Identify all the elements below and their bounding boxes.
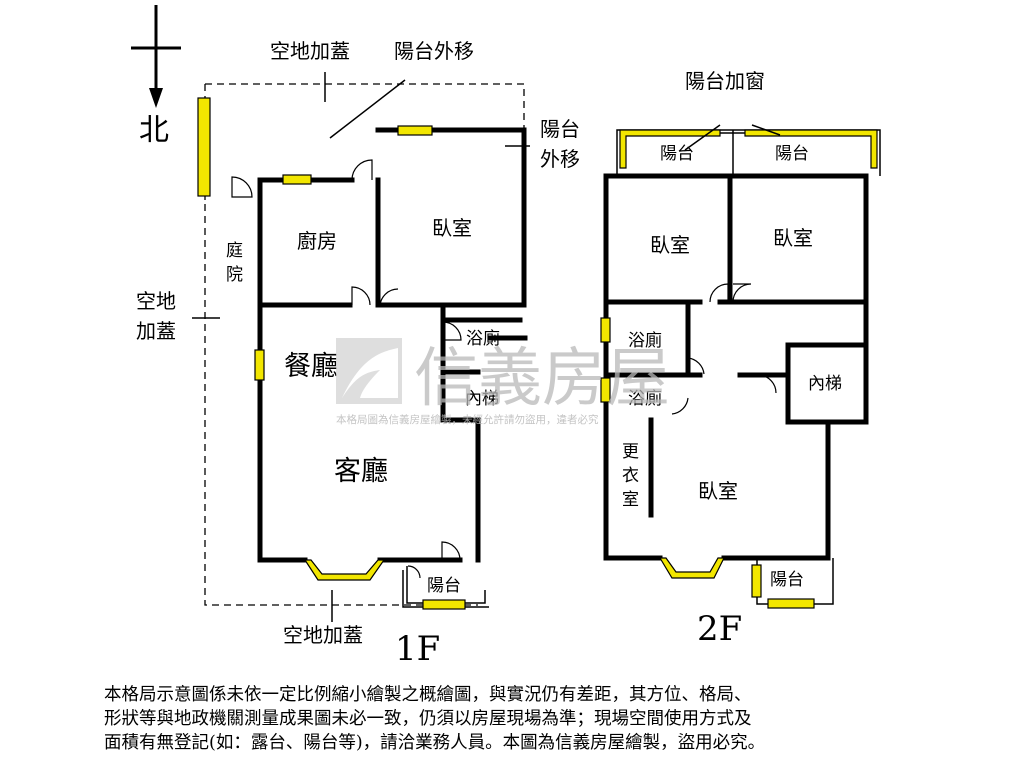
bedroom-door-2f-b (732, 283, 752, 303)
room-bathroom-2f-lower: 浴廁 (628, 388, 662, 409)
dining-window (254, 349, 265, 381)
bedroom-window-1f (397, 125, 433, 136)
room-bedroom-2f-left: 臥室 (650, 233, 690, 257)
room-courtyard-1: 庭 (226, 241, 243, 261)
room-kitchen: 廚房 (297, 229, 337, 253)
bay-window-2f (658, 557, 725, 579)
north-arrow-icon (131, 5, 181, 108)
annotation-balcony-window: 陽台加窗 (685, 69, 765, 93)
bath-door-2f-upper (687, 357, 705, 375)
room-stairs-2f: 內梯 (808, 374, 842, 394)
bay-window (303, 559, 386, 581)
room-bathroom-2f-upper: 浴廁 (628, 330, 662, 351)
balcony-window-1f (422, 599, 466, 610)
floor-1-plan (192, 72, 530, 622)
annotation-balcony-move-2: 外移 (540, 147, 580, 171)
land-extension-boundary (204, 83, 525, 606)
disclaimer-note: 本格局示意圖係未依一定比例縮小繪製之概繪圖，與實況仍有差距，其方位、格局、 形狀… (104, 683, 924, 755)
bedroom-door-2f-a (709, 283, 729, 303)
kitchen-door (351, 159, 373, 181)
bath-door-2f-lower (671, 397, 689, 415)
disclaimer-line: 形狀等與地政機關測量成果圖未必一致，仍須以房屋現場為準；現場空間使用方式及 (104, 709, 752, 729)
floor-label-2f: 2F (697, 609, 742, 649)
annotation-land-extension-left-2: 加蓋 (136, 319, 176, 343)
annotation-balcony-move-1: 陽台 (540, 117, 580, 141)
room-closet-2: 衣 (622, 466, 639, 486)
room-bathroom-1f: 浴廁 (466, 328, 500, 349)
watermark-caption: 本格局圖為信義房屋繪製，未經允許請勿盜用，違者必究 (336, 413, 599, 426)
room-bedroom-1f: 臥室 (432, 216, 472, 240)
balcony-window-left (619, 129, 721, 169)
room-bedroom-2f-main: 臥室 (698, 479, 738, 503)
room-bedroom-2f-right: 臥室 (773, 226, 813, 250)
room-balcony-2f-left: 陽台 (660, 144, 694, 164)
room-stairs-1f: 內梯 (465, 389, 499, 409)
room-courtyard-2: 院 (226, 265, 243, 285)
watermark-logo-icon (336, 338, 402, 404)
balcony-window-2f-left (751, 564, 762, 598)
annotation-land-extension-top: 空地加蓋 (270, 39, 350, 63)
bath-window-lower (600, 377, 611, 403)
annotation-land-extension-bottom: 空地加蓋 (283, 623, 363, 647)
disclaimer-line: 本格局示意圖係未依一定比例縮小繪製之概繪圖，與實況仍有差距，其方位、格局、 (104, 685, 752, 705)
courtyard-door (231, 176, 253, 198)
balcony-window-2f-bottom (767, 598, 815, 609)
floor-2-walls (603, 173, 869, 561)
room-dining: 餐廳 (284, 351, 338, 382)
room-balcony-2f-bottom: 陽台 (770, 570, 804, 590)
bedroom-door-1f (377, 288, 399, 308)
courtyard-window (197, 97, 211, 197)
floor-2-plan (600, 124, 881, 609)
disclaimer-line: 面積有無登記(如：露台、陽台等)，請洽業務人員。本圖為信義房屋繪製，盜用必究。 (104, 733, 766, 753)
front-door (441, 541, 461, 561)
room-living: 客廳 (334, 456, 388, 487)
annotation-balcony-move-top: 陽台外移 (394, 39, 474, 63)
watermark-brand: 信義房屋 (414, 342, 670, 416)
north-label: 北 (139, 113, 169, 148)
room-closet-1: 更 (622, 442, 639, 462)
stairs-door-2f (757, 374, 777, 394)
room-balcony-2f-right: 陽台 (775, 144, 809, 164)
bath-window-upper (600, 317, 611, 343)
room-closet-3: 室 (622, 490, 639, 510)
floor-label-1f: 1F (395, 629, 440, 669)
kitchen-window (282, 174, 312, 185)
bath-door-1f (442, 321, 462, 341)
annotation-land-extension-left-1: 空地 (136, 289, 176, 313)
room-balcony-1f: 陽台 (427, 576, 461, 596)
dining-door (351, 286, 371, 306)
balcony-window-right (744, 129, 878, 169)
